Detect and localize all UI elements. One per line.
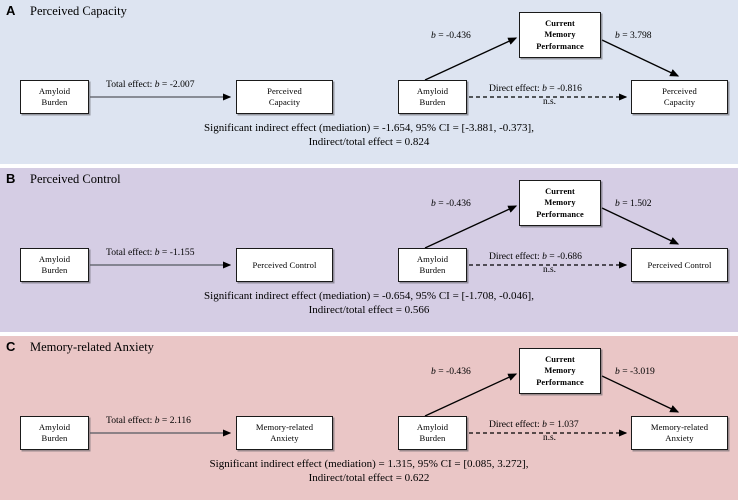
box-outcome-left-b: Perceived Control xyxy=(236,248,333,282)
box-amyloid-burden-right-c: Amyloid Burden xyxy=(398,416,467,450)
box-amyloid-burden-left-a: Amyloid Burden xyxy=(20,80,89,114)
label-b-path-a: b = 3.798 xyxy=(615,30,652,41)
label-total-effect-c: Total effect: b = 2.116 xyxy=(106,415,191,426)
label-total-effect-a: Total effect: b = -2.007 xyxy=(106,79,195,90)
amyloid-line2: Burden xyxy=(41,265,68,275)
label-a-path-c: b = -0.436 xyxy=(431,366,471,377)
outcome-line1: Perceived xyxy=(662,86,697,96)
amyloid-line2: Burden xyxy=(41,97,68,107)
outcome-line2: Anxiety xyxy=(665,433,694,443)
box-outcome-right-c: Memory-related Anxiety xyxy=(631,416,728,450)
outcome-line2: Anxiety xyxy=(270,433,299,443)
caption-line1: Significant indirect effect (mediation) … xyxy=(209,458,529,470)
mediator-line1: Current xyxy=(545,186,575,196)
panel-title-b: Perceived Control xyxy=(30,172,121,186)
box-outcome-right-b: Perceived Control xyxy=(631,248,728,282)
amyloid-line2: Burden xyxy=(419,97,446,107)
outcome-single: Perceived Control xyxy=(647,259,712,270)
outcome-line1: Perceived xyxy=(267,86,302,96)
mediator-line3: Performance xyxy=(536,377,584,387)
label-a-path-b: b = -0.436 xyxy=(431,198,471,209)
amyloid-line1: Amyloid xyxy=(38,254,71,264)
panel-b: B Perceived Control Amyloid Burden Perce… xyxy=(0,168,738,332)
amyloid-line1: Amyloid xyxy=(416,422,449,432)
box-amyloid-burden-left-b: Amyloid Burden xyxy=(20,248,89,282)
box-outcome-left-a: Perceived Capacity xyxy=(236,80,333,114)
box-amyloid-burden-left-c: Amyloid Burden xyxy=(20,416,89,450)
amyloid-line1: Amyloid xyxy=(416,86,449,96)
panel-letter-a: A xyxy=(6,3,16,18)
outcome-line1: Memory-related xyxy=(255,422,314,432)
panel-title-a: Perceived Capacity xyxy=(30,4,127,18)
box-current-memory-performance-a: Current Memory Performance xyxy=(519,12,601,58)
label-ns-c: n.s. xyxy=(543,433,557,443)
outcome-line2: Capacity xyxy=(663,97,696,107)
label-a-path-a: b = -0.436 xyxy=(431,30,471,41)
label-b-path-c: b = -3.019 xyxy=(615,366,655,377)
box-amyloid-burden-right-b: Amyloid Burden xyxy=(398,248,467,282)
mediator-line1: Current xyxy=(545,354,575,364)
box-outcome-right-a: Perceived Capacity xyxy=(631,80,728,114)
amyloid-line2: Burden xyxy=(419,433,446,443)
amyloid-line2: Burden xyxy=(419,265,446,275)
outcome-line2: Capacity xyxy=(268,97,301,107)
mediator-line1: Current xyxy=(545,18,575,28)
mediator-line2: Memory xyxy=(544,198,576,208)
caption-line2: Indirect/total effect = 0.622 xyxy=(308,471,430,484)
amyloid-line2: Burden xyxy=(41,433,68,443)
mediator-line3: Performance xyxy=(536,41,584,51)
mediator-line2: Memory xyxy=(544,30,576,40)
box-outcome-left-c: Memory-related Anxiety xyxy=(236,416,333,450)
caption-line2: Indirect/total effect = 0.566 xyxy=(308,303,430,316)
caption-line1: Significant indirect effect (mediation) … xyxy=(204,290,534,302)
caption-b: Significant indirect effect (mediation) … xyxy=(0,290,738,317)
caption-a: Significant indirect effect (mediation) … xyxy=(0,122,738,149)
caption-line2: Indirect/total effect = 0.824 xyxy=(308,135,430,148)
label-direct-effect-b: Direct effect: b = -0.686 xyxy=(489,251,582,262)
label-ns-a: n.s. xyxy=(543,97,557,107)
box-amyloid-burden-right-a: Amyloid Burden xyxy=(398,80,467,114)
caption-line1: Significant indirect effect (mediation) … xyxy=(204,122,534,134)
mediator-line3: Performance xyxy=(536,209,584,219)
outcome-line1: Memory-related xyxy=(650,422,709,432)
panel-letter-c: C xyxy=(6,339,16,354)
label-b-path-b: b = 1.502 xyxy=(615,198,652,209)
panel-c: C Memory-related Anxiety Amyloid Burden … xyxy=(0,336,738,500)
panel-a: A Perceived Capacity Amyloid Burden Perc… xyxy=(0,0,738,164)
box-current-memory-performance-b: Current Memory Performance xyxy=(519,180,601,226)
mediator-line2: Memory xyxy=(544,366,576,376)
amyloid-line1: Amyloid xyxy=(416,254,449,264)
panel-letter-b: B xyxy=(6,171,16,186)
label-total-effect-b: Total effect: b = -1.155 xyxy=(106,247,195,258)
caption-c: Significant indirect effect (mediation) … xyxy=(0,458,738,485)
amyloid-line1: Amyloid xyxy=(38,422,71,432)
amyloid-line1: Amyloid xyxy=(38,86,71,96)
outcome-single: Perceived Control xyxy=(252,259,317,270)
box-current-memory-performance-c: Current Memory Performance xyxy=(519,348,601,394)
label-direct-effect-c: Direct effect: b = 1.037 xyxy=(489,419,579,430)
panel-title-c: Memory-related Anxiety xyxy=(30,340,154,354)
label-ns-b: n.s. xyxy=(543,265,557,275)
label-direct-effect-a: Direct effect: b = -0.816 xyxy=(489,83,582,94)
